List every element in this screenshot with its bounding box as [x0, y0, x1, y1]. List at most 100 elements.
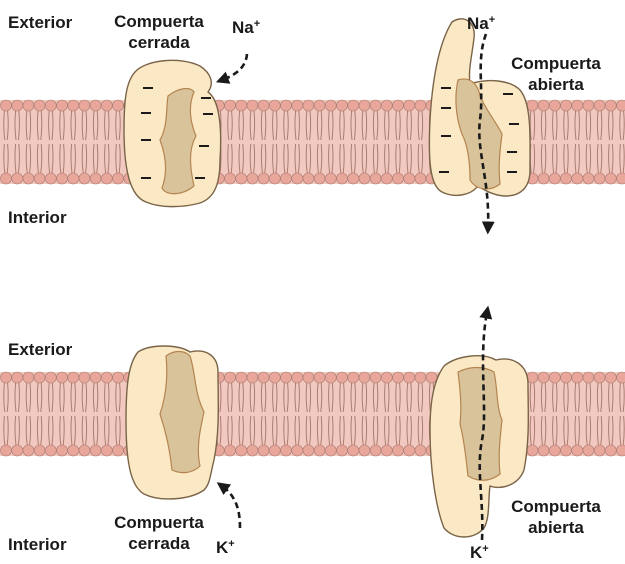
lipid-head: [538, 100, 549, 111]
lipid-head: [617, 100, 625, 111]
lipid-head: [101, 100, 112, 111]
lipid-head: [314, 445, 325, 456]
lipid-head: [281, 173, 292, 184]
lipid-head: [247, 445, 258, 456]
lipid-head: [68, 372, 79, 383]
lipid-head: [113, 445, 124, 456]
lipid-head: [68, 173, 79, 184]
ion-charge: +: [254, 18, 260, 30]
lipid-head: [45, 173, 56, 184]
lipid-head: [583, 445, 594, 456]
lipid-head: [381, 100, 392, 111]
lipid-head: [101, 173, 112, 184]
top-closed-gate-label: Compuerta cerrada: [114, 11, 204, 53]
lipid-head: [583, 372, 594, 383]
top-open-gate-label: Compuerta abierta: [511, 53, 601, 95]
ion-symbol: K: [216, 538, 228, 557]
lipid-head: [605, 100, 616, 111]
lipid-head: [538, 372, 549, 383]
lipid-head: [247, 100, 258, 111]
top-closed-channel: [124, 60, 221, 206]
lipid-head: [359, 100, 370, 111]
membrane-top: [0, 100, 625, 184]
lipid-head: [561, 445, 572, 456]
top-open-gate-line1: Compuerta: [511, 53, 601, 74]
lipid-head: [583, 100, 594, 111]
lipid-head: [348, 445, 359, 456]
lipid-head: [12, 100, 23, 111]
top-closed-gate-line2: cerrada: [114, 32, 204, 53]
bottom-closed-ion-label: K+: [216, 534, 235, 558]
lipid-head: [415, 445, 426, 456]
lipid-head: [572, 445, 583, 456]
bottom-exterior-label: Exterior: [8, 340, 72, 360]
bottom-closed-gate-line1: Compuerta: [114, 512, 204, 533]
lipid-head: [236, 372, 247, 383]
lipid-head: [12, 372, 23, 383]
lipid-head: [605, 372, 616, 383]
lipid-head: [561, 173, 572, 184]
lipid-head: [605, 173, 616, 184]
lipid-head: [337, 372, 348, 383]
lipid-head: [79, 372, 90, 383]
lipid-head: [415, 100, 426, 111]
lipid-head: [314, 173, 325, 184]
lipid-head: [561, 100, 572, 111]
lipid-head: [79, 100, 90, 111]
lipid-head: [348, 372, 359, 383]
top-open-ion-label: Na+: [467, 10, 495, 34]
lipid-head: [325, 445, 336, 456]
lipid-head: [404, 173, 415, 184]
ion-charge: +: [482, 543, 488, 555]
lipid-head: [393, 173, 404, 184]
lipid-head: [572, 372, 583, 383]
lipid-head: [225, 173, 236, 184]
lipid-head: [236, 173, 247, 184]
top-closed-ion-label: Na+: [232, 14, 260, 38]
lipid-head: [527, 100, 538, 111]
top-closed-na-arrow: [222, 54, 247, 80]
lipid-head: [12, 445, 23, 456]
lipid-head: [572, 100, 583, 111]
top-open-channel: [429, 19, 530, 196]
lipid-head: [303, 372, 314, 383]
lipid-head: [90, 100, 101, 111]
lipid-head: [34, 173, 45, 184]
ion-symbol: Na: [467, 14, 489, 33]
lipid-head: [381, 372, 392, 383]
lipid-head: [381, 173, 392, 184]
lipid-head: [538, 173, 549, 184]
lipid-head: [281, 445, 292, 456]
lipid-head: [314, 100, 325, 111]
bottom-open-gate-line1: Compuerta: [511, 496, 601, 517]
bottom-closed-gate-line2: cerrada: [114, 533, 204, 554]
channel-proteins: [124, 19, 530, 537]
ion-charge: +: [489, 14, 495, 26]
lipid-head: [269, 173, 280, 184]
lipid-head: [1, 100, 12, 111]
lipid-head: [337, 445, 348, 456]
top-open-gate-line2: abierta: [511, 74, 601, 95]
lipid-head: [303, 445, 314, 456]
lipid-head: [1, 445, 12, 456]
lipid-head: [527, 445, 538, 456]
lipid-head: [281, 100, 292, 111]
lipid-head: [269, 100, 280, 111]
bottom-open-ion-label: K+: [470, 539, 489, 563]
lipid-head: [348, 100, 359, 111]
lipid-head: [34, 445, 45, 456]
ion-symbol: K: [470, 543, 482, 562]
bottom-closed-k-arrow: [222, 486, 240, 528]
lipid-head: [45, 445, 56, 456]
lipid-head: [426, 372, 437, 383]
lipid-head: [45, 100, 56, 111]
lipid-head: [370, 173, 381, 184]
membrane-bottom: [0, 372, 625, 456]
lipid-head: [303, 173, 314, 184]
lipid-head: [393, 372, 404, 383]
lipid-head: [57, 173, 68, 184]
lipid-head: [617, 372, 625, 383]
lipid-head: [23, 173, 34, 184]
bottom-open-gate-line2: abierta: [511, 517, 601, 538]
lipid-head: [404, 372, 415, 383]
